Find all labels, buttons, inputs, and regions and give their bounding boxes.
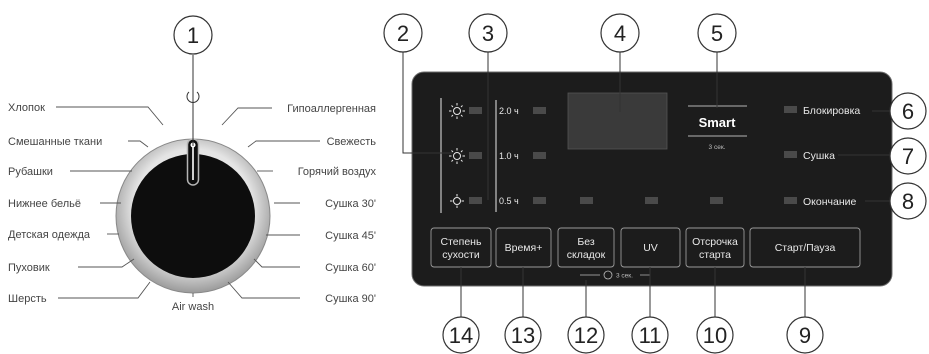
left-leader-lines: [56, 106, 164, 299]
svg-text:6: 6: [902, 99, 914, 124]
anti-crease-button[interactable]: Без складок: [557, 227, 615, 268]
sun-icon-low: [450, 194, 464, 208]
program-label-air-wash: Air wash: [172, 301, 214, 313]
time-leds: [533, 107, 546, 204]
right-leader-lines: [221, 107, 320, 299]
child-lock-icon: [603, 270, 613, 280]
lock-hint-text: 3 сек.: [616, 273, 633, 280]
program-label: Сушка 45': [325, 230, 376, 242]
program-label: Горячий воздух: [298, 166, 377, 178]
svg-text:3: 3: [482, 21, 494, 46]
button-label: старта: [699, 249, 731, 261]
callout-5: 5: [697, 13, 737, 53]
program-label: Хлопок: [8, 102, 45, 114]
svg-text:7: 7: [902, 144, 914, 169]
callout-11: 11: [631, 316, 669, 354]
callout-12: 12: [567, 316, 605, 354]
callout-7: 7: [889, 137, 927, 175]
button-label: UV: [643, 242, 658, 254]
button-label: Отсрочка: [692, 236, 738, 248]
time-label: 2.0 ч: [499, 106, 519, 116]
smart-label: Smart: [699, 115, 737, 130]
sun-icon-medium: [449, 148, 465, 164]
svg-text:9: 9: [799, 323, 811, 348]
callout-4: 4: [600, 13, 640, 53]
dryness-leds: [469, 107, 482, 204]
status-leds: [784, 106, 797, 204]
delay-start-button[interactable]: Отсрочка старта: [685, 227, 745, 268]
left-program-labels: Хлопок Смешанные ткани Рубашки Нижнее бе…: [8, 102, 102, 305]
time-plus-button[interactable]: Время+: [495, 227, 552, 268]
dial-knob[interactable]: [131, 154, 255, 278]
button-label: Старт/Пауза: [775, 242, 836, 254]
program-label: Пуховик: [8, 262, 50, 274]
svg-text:1: 1: [187, 23, 199, 48]
digital-display: [567, 92, 668, 150]
callout-lines: [192, 52, 890, 318]
callout-2: 2: [383, 13, 423, 53]
program-label: Сушка 30': [325, 198, 376, 210]
callout-1: 1: [173, 15, 213, 55]
svg-text:12: 12: [574, 323, 598, 348]
dryness-level-icons: [440, 98, 465, 213]
program-label: Свежесть: [327, 136, 377, 148]
time-labels: 2.0 ч 1.0 ч 0.5 ч: [499, 106, 519, 206]
program-label: Детская одежда: [8, 229, 91, 241]
button-label: Без: [577, 236, 594, 248]
time-label: 1.0 ч: [499, 151, 519, 161]
button-label: Степень: [441, 236, 482, 248]
svg-text:8: 8: [902, 189, 914, 214]
dryness-button[interactable]: Степень сухости: [430, 227, 492, 268]
right-program-labels: Гипоаллергенная Свежесть Горячий воздух …: [287, 103, 376, 305]
indicator-drying: Сушка: [803, 150, 835, 162]
callout-9: 9: [786, 316, 824, 354]
indicator-end: Окончание: [803, 196, 856, 208]
button-label: сухости: [442, 249, 480, 261]
svg-text:13: 13: [511, 323, 535, 348]
callout-10: 10: [696, 316, 734, 354]
svg-text:5: 5: [711, 21, 723, 46]
uv-button[interactable]: UV: [620, 227, 681, 268]
svg-text:10: 10: [703, 323, 727, 348]
start-pause-button[interactable]: Старт/Пауза: [749, 227, 861, 268]
sun-icon-high: [449, 103, 465, 119]
program-label: Смешанные ткани: [8, 136, 102, 148]
svg-text:4: 4: [614, 21, 626, 46]
svg-text:14: 14: [449, 323, 473, 348]
indicator-lock: Блокировка: [803, 105, 860, 117]
program-label: Шерсть: [8, 293, 47, 305]
callout-13: 13: [504, 316, 542, 354]
callout-3: 3: [468, 13, 508, 53]
child-lock-hint: 3 сек.: [580, 270, 650, 280]
program-label: Сушка 60': [325, 262, 376, 274]
program-label: Нижнее бельё: [8, 198, 81, 210]
program-label: Сушка 90': [325, 293, 376, 305]
time-label: 0.5 ч: [499, 196, 519, 206]
option-leds: [580, 197, 723, 204]
program-label: Рубашки: [8, 166, 53, 178]
callout-14: 14: [442, 316, 480, 354]
svg-text:11: 11: [639, 323, 662, 348]
program-label: Гипоаллергенная: [287, 103, 376, 115]
callout-6: 6: [889, 92, 927, 130]
program-dial[interactable]: [115, 88, 271, 294]
svg-text:2: 2: [397, 21, 409, 46]
callout-8: 8: [889, 182, 927, 220]
smart-hint: 3 сек.: [709, 144, 726, 151]
button-label: Время+: [505, 242, 543, 254]
button-label: складок: [567, 249, 606, 261]
